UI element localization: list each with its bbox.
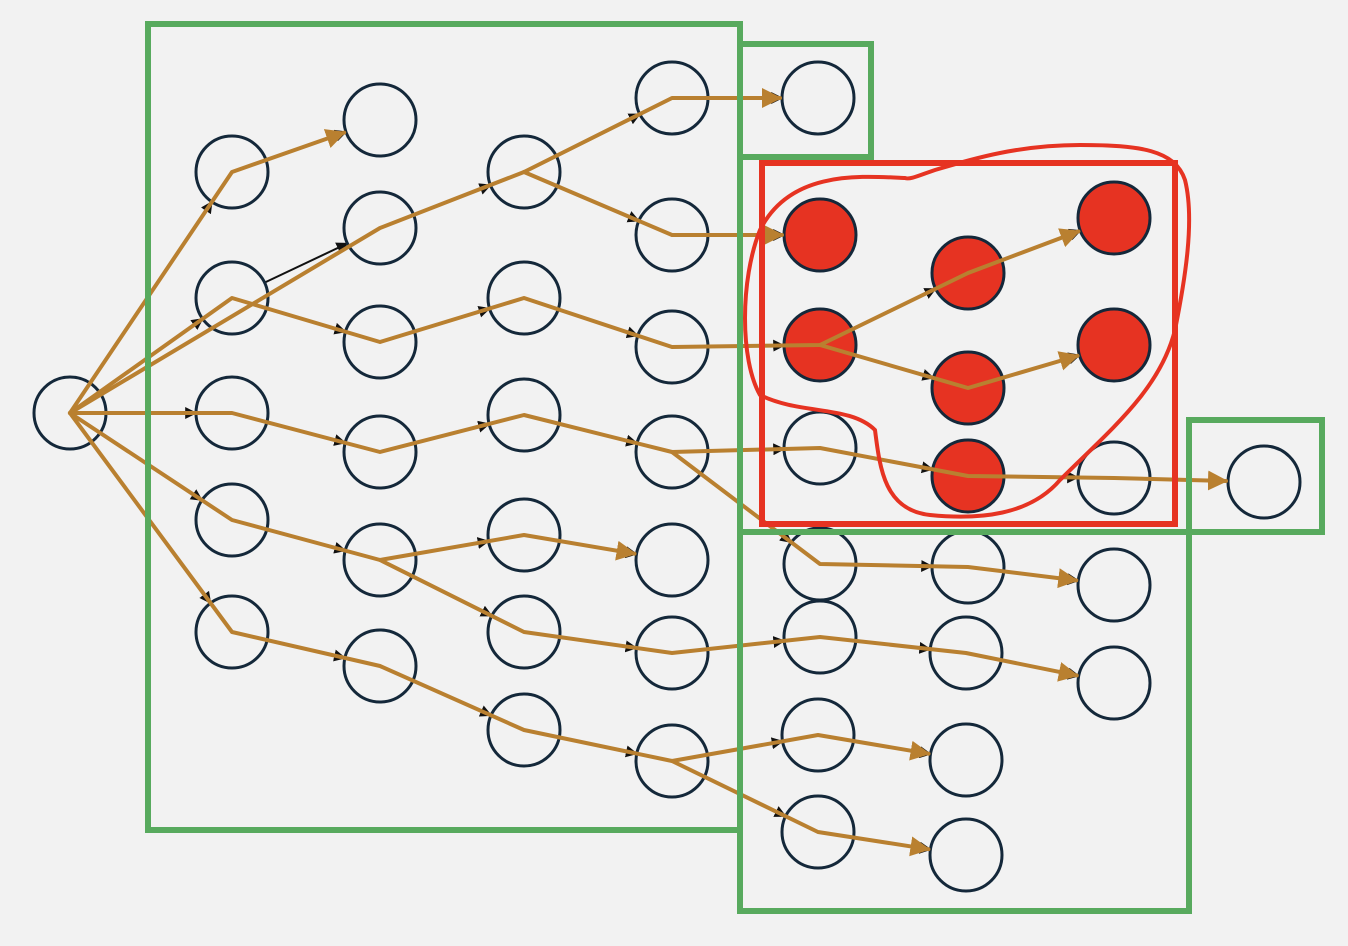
- node-l4-e: [634, 522, 710, 598]
- top-group-box: [737, 41, 874, 160]
- solution-path-1: [68, 129, 347, 415]
- node-goal: [1226, 444, 1302, 520]
- node-l6-g: [928, 817, 1004, 893]
- box-layer: [145, 21, 1325, 914]
- node-l5-top: [780, 60, 856, 136]
- solution-path-9: [378, 558, 1079, 682]
- lower-group-box: [737, 529, 1192, 914]
- highlight-freehand-outline: [743, 143, 1192, 519]
- main-group-box: [145, 21, 743, 833]
- highlight-box: [759, 160, 1178, 527]
- solution-path-11: [670, 759, 931, 857]
- solution-path-4: [68, 228, 1081, 415]
- solution-path-10: [68, 411, 931, 763]
- node-l5-a-highlighted: [782, 197, 858, 273]
- node-l6-f: [928, 722, 1004, 798]
- node-l7-a-highlighted: [1076, 180, 1152, 256]
- node-l7-e: [1076, 645, 1152, 721]
- goal-group-box: [1186, 417, 1325, 535]
- node-l2-a: [342, 82, 418, 158]
- solution-path-7: [670, 450, 1079, 589]
- solution-path-3: [522, 170, 784, 245]
- solution-path-5: [818, 343, 1080, 390]
- tree-edge-l1-b-to-l2-b: [264, 242, 349, 284]
- node-l7-b-highlighted: [1076, 307, 1152, 383]
- node-l7-d: [1076, 547, 1152, 623]
